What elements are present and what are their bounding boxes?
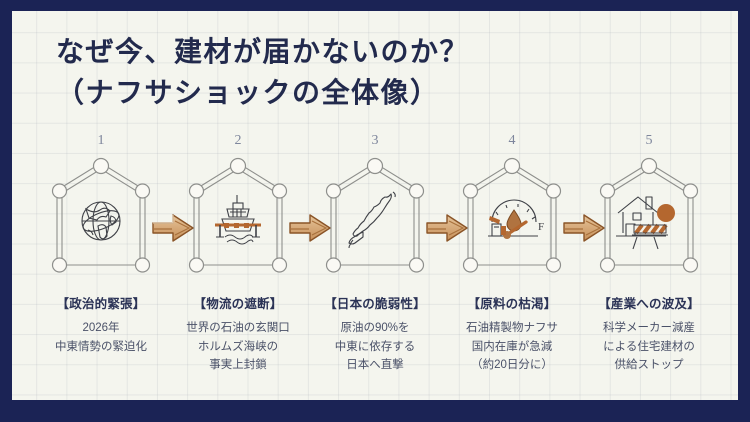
low-fuel-gauge-icon: F	[475, 189, 549, 253]
house-frame-outline-3	[325, 155, 425, 277]
house-under-construction-icon	[612, 189, 686, 253]
step-number-4: 4	[508, 133, 516, 148]
house-frame-outline-4	[462, 155, 562, 277]
step-caption-body-3: 原油の90%を 中東に依存する 日本へ直撃	[334, 322, 416, 372]
step-caption-title-5: 【産業への波及】	[598, 297, 700, 311]
step-card-2[interactable]: 2	[175, 133, 301, 383]
step-caption-title-4: 【原料の枯渇】	[467, 297, 557, 311]
step-caption-title-2: 【物流の遮断】	[193, 297, 283, 311]
step-caption-body-5: 科学メーカー減産 による住宅建材の 供給ストップ	[603, 322, 695, 372]
house-frame-outline-1	[51, 155, 151, 277]
step-number-1: 1	[97, 133, 105, 148]
step-number-2: 2	[234, 133, 242, 148]
step-caption-body-4: 石油精製物ナフサ 国内在庫が急減 （約20日分に）	[466, 322, 558, 372]
step-caption-title-3: 【日本の脆弱性】	[324, 297, 426, 311]
step-card-1[interactable]: 1	[38, 133, 164, 383]
gauge-full-label: F	[538, 221, 544, 233]
flow-arrow-4-to-5	[563, 209, 607, 253]
process-flow: 1	[38, 133, 712, 383]
flow-arrow-2-to-3	[289, 209, 333, 253]
step-caption-body-2: 世界の石油の玄関口 ホルムズ海峡の 事実上封鎖	[186, 322, 290, 372]
step-card-5[interactable]: 5	[586, 133, 712, 383]
step-card-4[interactable]: 4	[449, 133, 575, 383]
page-title: なぜ今、建材が届かないのか？ （ナフサショックの全体像）	[56, 36, 470, 109]
flow-arrow-3-to-4	[426, 209, 470, 253]
step-caption-body-1: 2026年 中東情勢の緊迫化	[55, 322, 147, 353]
blocked-cargo-ship-icon	[201, 189, 275, 253]
flow-arrow-1-to-2	[152, 209, 196, 253]
step-card-3[interactable]: 3	[312, 133, 438, 383]
japan-map-icon	[338, 189, 412, 253]
globe-icon	[64, 189, 138, 253]
step-number-5: 5	[645, 133, 653, 148]
step-number-3: 3	[371, 133, 379, 148]
house-frame-outline-2	[188, 155, 288, 277]
step-caption-title-1: 【政治的緊張】	[56, 297, 146, 311]
slide-canvas: なぜ今、建材が届かないのか？ （ナフサショックの全体像） 1	[12, 11, 738, 400]
house-frame-outline-5	[599, 155, 699, 277]
